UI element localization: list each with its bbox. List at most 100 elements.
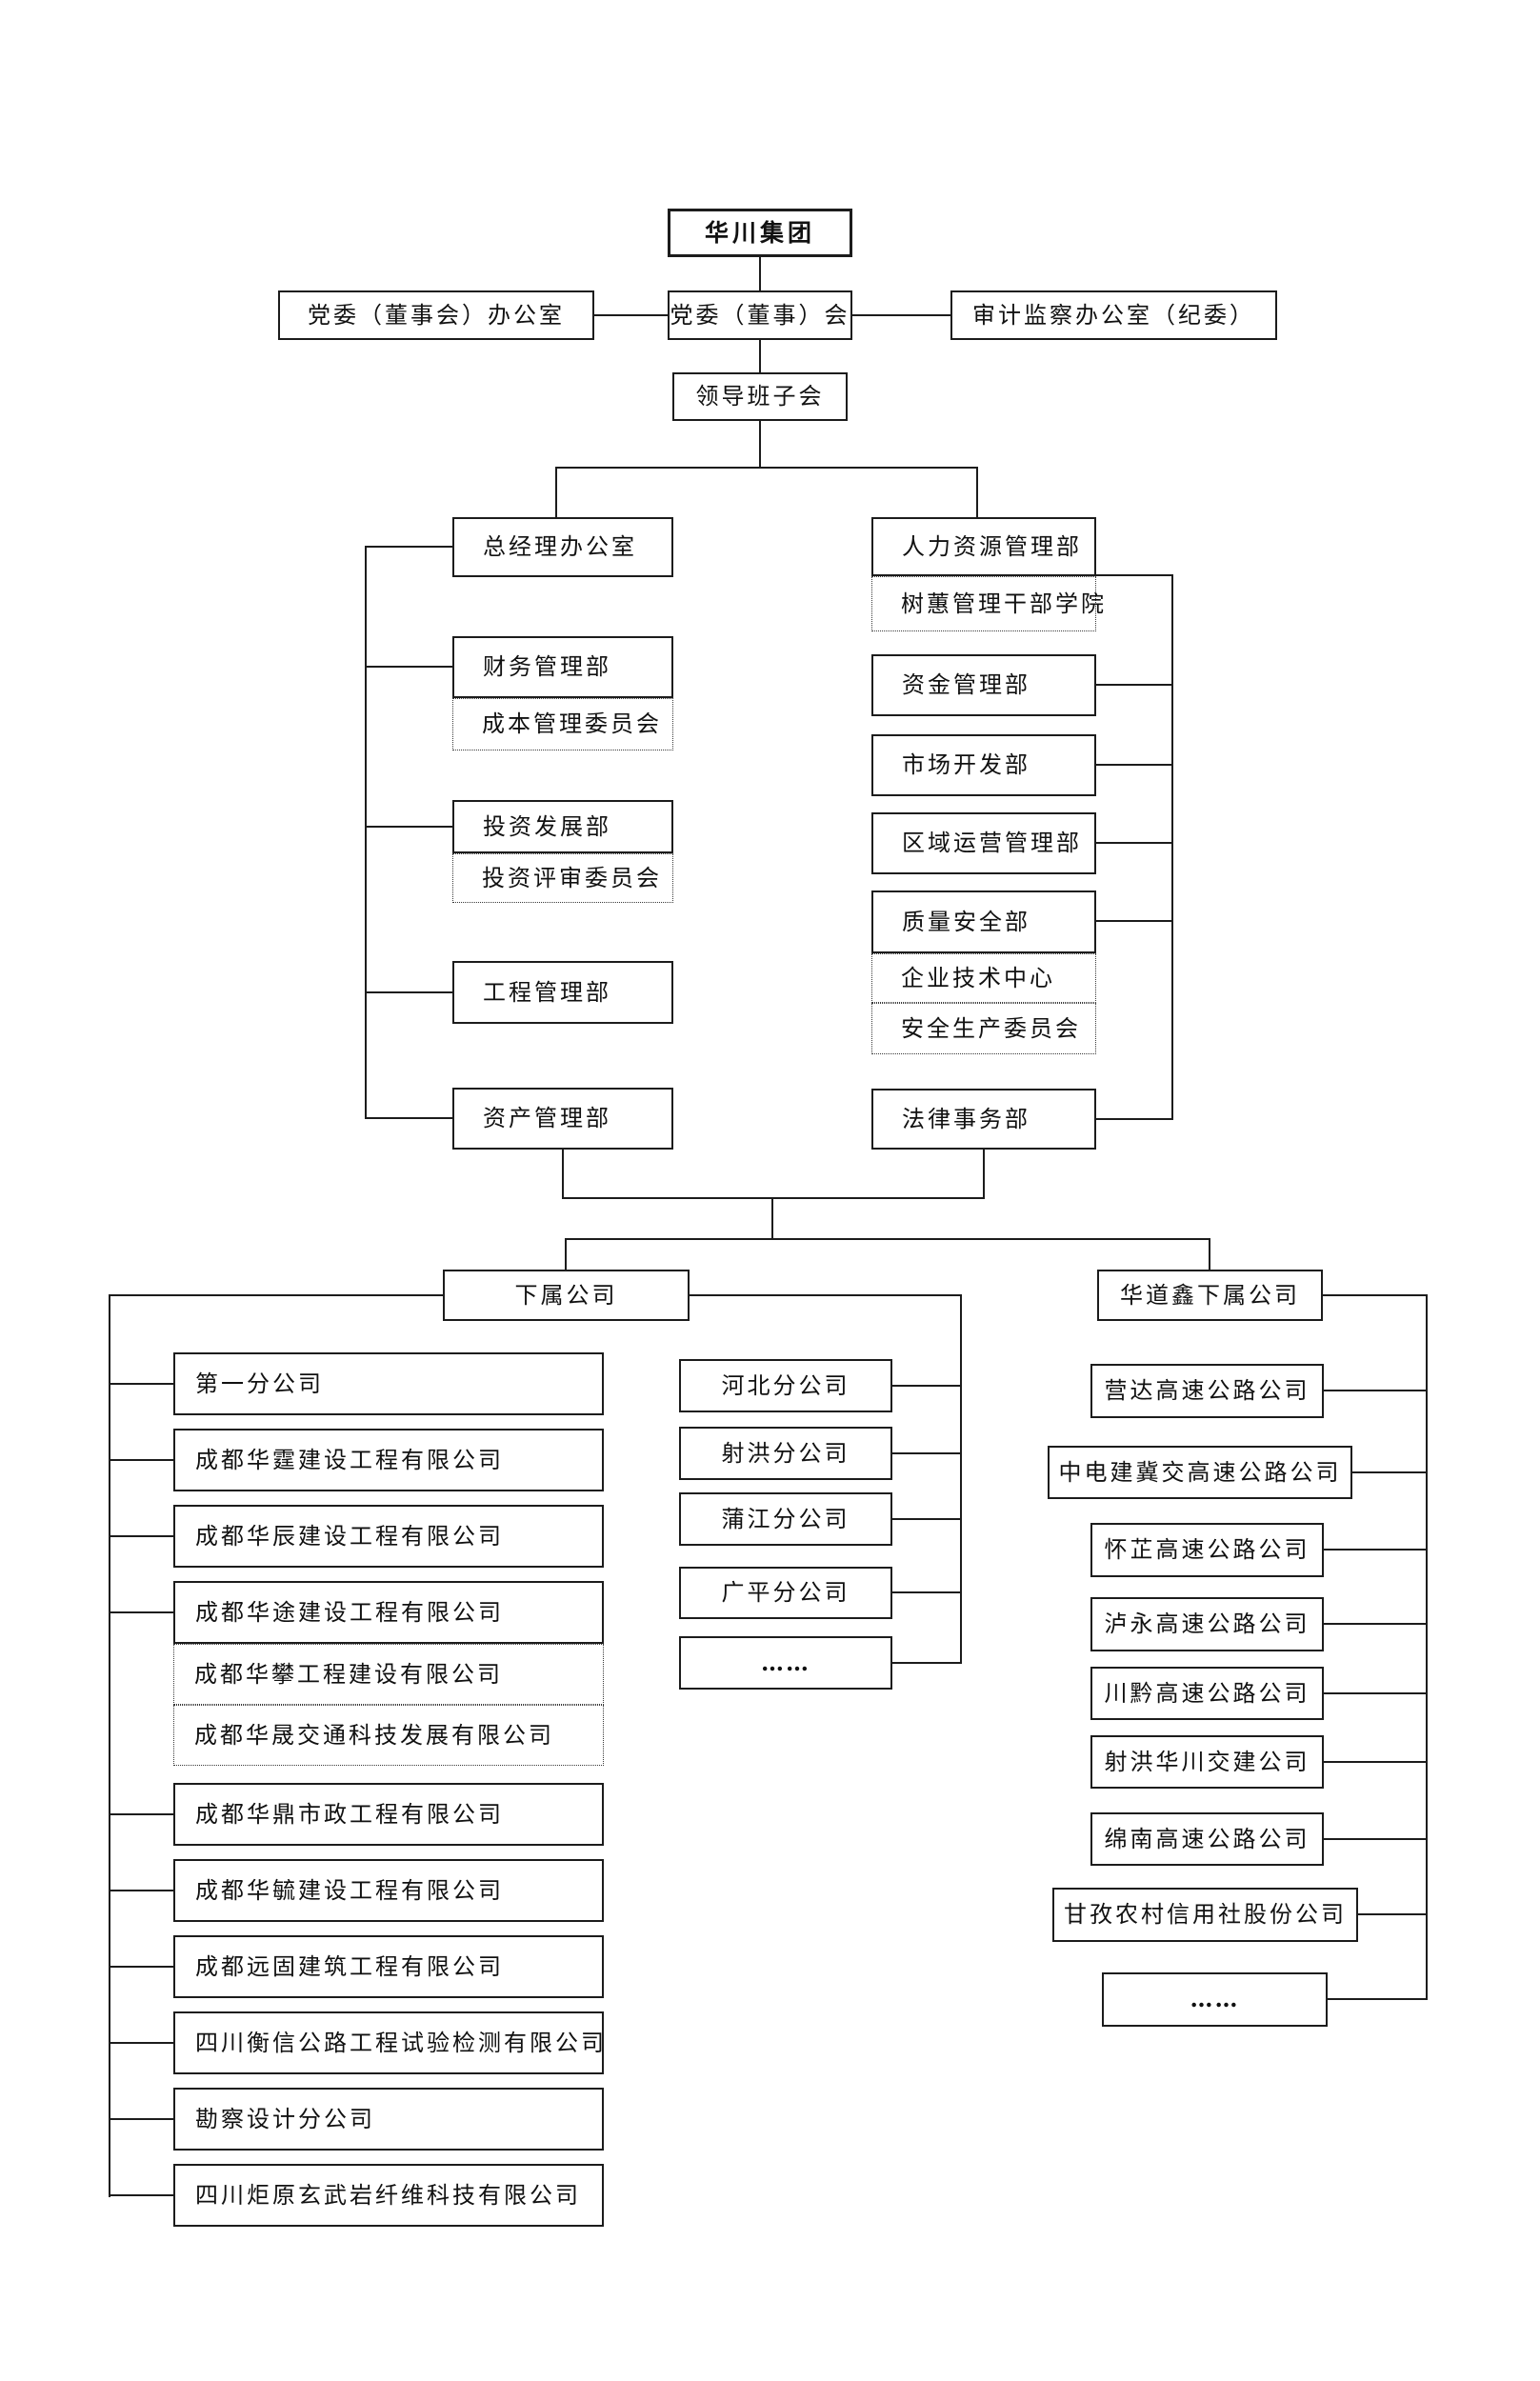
company-box: 泸永高速公路公司 [1090, 1597, 1324, 1651]
connector-line-v [759, 257, 761, 290]
connector-line-v [555, 467, 557, 517]
connector-line-v [562, 1150, 564, 1199]
connector-line-h [109, 1294, 443, 1296]
connector-line-h [562, 1197, 985, 1199]
connector-line-h [1096, 574, 1171, 576]
connector-line-v [1171, 574, 1173, 1120]
audit-office-box: 审计监察办公室（纪委） [950, 290, 1277, 340]
connector-line-h [109, 1890, 173, 1891]
company-box: 成都华攀工程建设有限公司 [173, 1644, 604, 1705]
company-box: 川黔高速公路公司 [1090, 1667, 1324, 1720]
connector-line-h [1096, 920, 1171, 922]
party-office-box: 党委（董事会）办公室 [278, 290, 594, 340]
connector-line-h [109, 1383, 173, 1385]
connector-line-h [109, 2194, 173, 2196]
connector-line-h [1324, 1692, 1426, 1694]
connector-line-h [1358, 1913, 1426, 1915]
connector-line-v [565, 1238, 567, 1270]
company-box: 成都华途建设工程有限公司 [173, 1581, 604, 1644]
sub-dept-box: 投资评审委员会 [452, 853, 673, 903]
party-committee-box: 党委（董事）会 [668, 290, 852, 340]
branch-box: 广平分公司 [679, 1567, 892, 1619]
company-box: 成都华鼎市政工程有限公司 [173, 1783, 604, 1846]
connector-line-v [759, 340, 761, 372]
dept-box: 工程管理部 [452, 961, 673, 1024]
connector-line-v [759, 421, 761, 467]
company-box: 成都远固建筑工程有限公司 [173, 1935, 604, 1998]
connector-line-h [1324, 1623, 1426, 1625]
connector-line-h [365, 1117, 452, 1119]
branch-box: 河北分公司 [679, 1359, 892, 1412]
connector-line-h [1324, 1761, 1426, 1763]
connector-line-h [1324, 1390, 1426, 1391]
connector-line-v [109, 1294, 110, 2197]
connector-line-h [892, 1385, 960, 1387]
connector-line-v [983, 1150, 985, 1199]
connector-line-h [109, 1813, 173, 1815]
connector-line-h [1324, 1549, 1426, 1551]
connector-line-v [976, 467, 978, 517]
connector-line-h [1096, 764, 1171, 766]
dept-box: 法律事务部 [871, 1089, 1096, 1150]
connector-line-h [852, 314, 950, 316]
dept-box: 市场开发部 [871, 734, 1096, 796]
company-box: 成都华霆建设工程有限公司 [173, 1429, 604, 1491]
leadership-box: 领导班子会 [672, 372, 848, 421]
sub-dept-box: 安全生产委员会 [871, 1003, 1096, 1054]
dept-box: 人力资源管理部 [871, 517, 1096, 576]
company-box: 怀芷高速公路公司 [1090, 1523, 1324, 1577]
connector-line-h [690, 1294, 960, 1296]
connector-line-h [365, 826, 452, 828]
connector-line-h [1352, 1471, 1426, 1473]
company-box: 射洪华川交建公司 [1090, 1735, 1324, 1789]
dept-box: 总经理办公室 [452, 517, 673, 577]
connector-line-h [365, 991, 452, 993]
dept-box: 资金管理部 [871, 654, 1096, 716]
connector-line-h [555, 467, 978, 469]
connector-line-h [892, 1662, 960, 1664]
connector-line-h [109, 2118, 173, 2120]
org-root-box: 华川集团 [668, 209, 852, 257]
dept-box: 质量安全部 [871, 890, 1096, 953]
branch-box: 射洪分公司 [679, 1427, 892, 1480]
company-box: 成都华毓建设工程有限公司 [173, 1859, 604, 1922]
company-box: 中电建冀交高速公路公司 [1048, 1446, 1352, 1499]
connector-line-h [109, 2042, 173, 2044]
connector-line-h [594, 314, 668, 316]
huadaoxin-header-box: 华道鑫下属公司 [1097, 1270, 1323, 1321]
connector-line-h [565, 1238, 1210, 1240]
connector-line-h [1096, 684, 1171, 686]
dept-box: 区域运营管理部 [871, 812, 1096, 874]
sub-dept-box: 企业技术中心 [871, 953, 1096, 1003]
connector-line-h [892, 1591, 960, 1593]
company-box: 成都华辰建设工程有限公司 [173, 1505, 604, 1568]
branch-ellipsis-box: …… [679, 1636, 892, 1690]
company-box: 甘孜农村信用社股份公司 [1052, 1888, 1358, 1942]
connector-line-h [1096, 842, 1171, 844]
connector-line-h [892, 1518, 960, 1520]
connector-line-h [365, 666, 452, 668]
sub-dept-box: 树蕙管理干部学院 [871, 576, 1104, 631]
company-box: 成都华晟交通科技发展有限公司 [173, 1705, 604, 1766]
branch-box: 蒲江分公司 [679, 1492, 892, 1546]
company-box: 勘察设计分公司 [173, 2088, 604, 2151]
connector-line-v [771, 1197, 773, 1240]
company-box: 第一分公司 [173, 1352, 604, 1415]
sub-dept-box: 成本管理委员会 [452, 698, 673, 750]
connector-line-h [1323, 1294, 1426, 1296]
connector-line-h [365, 546, 452, 548]
company-box: 绵南高速公路公司 [1090, 1812, 1324, 1866]
connector-line-v [365, 546, 367, 1119]
connector-line-h [1324, 1838, 1426, 1840]
dept-box: 资产管理部 [452, 1088, 673, 1150]
subsidiaries-header-box: 下属公司 [443, 1270, 690, 1321]
connector-line-h [109, 1459, 173, 1461]
company-box: 营达高速公路公司 [1090, 1364, 1324, 1418]
connector-line-h [109, 1535, 173, 1537]
connector-line-h [109, 1611, 173, 1613]
company-box: 四川衡信公路工程试验检测有限公司 [173, 2011, 604, 2074]
connector-line-h [109, 1966, 173, 1968]
connector-line-v [1426, 1294, 1428, 2000]
company-ellipsis-box: …… [1102, 1972, 1328, 2027]
